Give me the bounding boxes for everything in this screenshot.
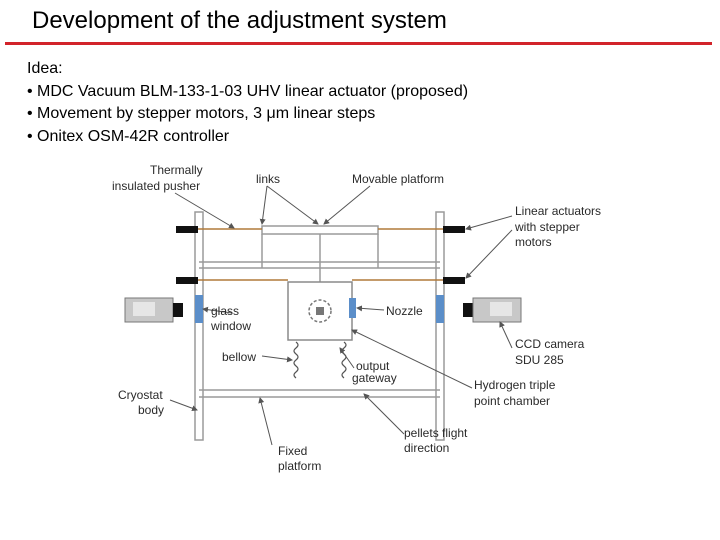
- label-fixed-platform-2: platform: [278, 459, 321, 473]
- diagram-labels: Thermally insulated pusher links Movable…: [112, 163, 601, 473]
- label-pellets-flight-2: direction: [404, 441, 449, 455]
- bullet-item: Idea:: [27, 60, 63, 77]
- label-ccd-camera-2: SDU 285: [515, 353, 564, 367]
- label-hydrogen-chamber-2: point chamber: [474, 394, 550, 408]
- label-linear-actuators-2: with stepper: [514, 220, 580, 234]
- title-divider: [5, 42, 712, 45]
- label-output-gateway: output: [356, 359, 390, 373]
- bullet-item: • Movement by stepper motors, 3 μm linea…: [27, 105, 376, 122]
- label-thermally-insulated-pusher: Thermally: [150, 163, 203, 177]
- bullet-list: Idea: • MDC Vacuum BLM-133-1-03 UHV line…: [27, 58, 468, 148]
- label-movable-platform: Movable platform: [352, 172, 444, 186]
- glass-windows: [195, 295, 444, 323]
- label-linear-actuators-3: motors: [515, 235, 552, 249]
- label-hydrogen-chamber: Hydrogen triple: [474, 378, 556, 392]
- label-nozzle: Nozzle: [386, 304, 423, 318]
- label-glass-window-2: window: [210, 319, 251, 333]
- movable-platform: [261, 225, 379, 282]
- ccd-camera-right: [463, 297, 522, 323]
- label-thermally-insulated-pusher-2: insulated pusher: [112, 179, 200, 193]
- linear-actuators: [176, 226, 465, 284]
- hydrogen-chamber: [287, 281, 353, 341]
- label-output-gateway-2: gateway: [352, 371, 397, 385]
- label-ccd-camera: CCD camera: [515, 337, 585, 351]
- label-cryostat-body: Cryostat: [118, 388, 163, 402]
- label-cryostat-body-2: body: [138, 403, 164, 417]
- label-links: links: [256, 172, 280, 186]
- bellows: [293, 341, 347, 379]
- callout-arrows: [169, 185, 513, 446]
- ccd-camera-left: [124, 297, 183, 323]
- label-bellow: bellow: [222, 350, 256, 364]
- label-fixed-platform: Fixed: [278, 444, 307, 458]
- bullet-item: • Onitex OSM-42R controller: [27, 127, 230, 145]
- label-linear-actuators: Linear actuators: [515, 204, 601, 218]
- page-title: Development of the adjustment system: [32, 7, 447, 34]
- bullet-item: • MDC Vacuum BLM-133-1-03 UHV linear act…: [27, 82, 469, 100]
- label-glass-window: glass: [211, 304, 239, 318]
- label-pellets-flight: pellets flight: [404, 426, 468, 440]
